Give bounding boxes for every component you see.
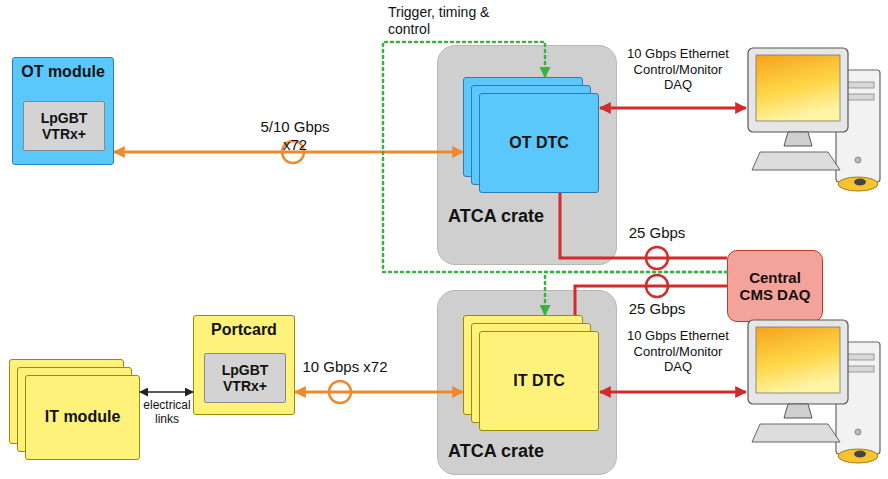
daq-box: Central CMS DAQ: [727, 250, 823, 322]
edge-label: 25 Gbps: [622, 300, 692, 318]
computer-icon: [748, 48, 880, 191]
board-stack: IT DTC: [463, 315, 599, 431]
fibre-ring: [646, 247, 668, 269]
stacked-card: IT module: [25, 375, 140, 460]
fibre-ring: [329, 381, 351, 403]
node-label: ATCA crate: [448, 206, 544, 227]
edge-label: electrical links: [142, 398, 192, 427]
ethernet-arrow: [600, 391, 746, 394]
edge-label: 5/10 Gbps x72: [250, 118, 340, 154]
connector: [140, 391, 193, 393]
stacked-card: IT DTC: [479, 331, 599, 431]
computer-icon: [748, 320, 880, 463]
module-stack: IT module: [9, 359, 140, 460]
node-label: ATCA crate: [448, 441, 544, 462]
module-box: OT moduleLpGBT VTRx+: [12, 57, 114, 165]
portcard-box: PortcardLpGBT VTRx+: [193, 315, 295, 415]
signal-label: Trigger, timing & control: [388, 4, 520, 38]
board-stack: OT DTC: [463, 77, 599, 193]
edge-label: 25 Gbps: [622, 224, 692, 242]
link-label: 10 Gbps Ethernet Control/Monitor DAQ: [622, 328, 734, 375]
ethernet-arrow: [600, 107, 746, 110]
crate-panel: ATCA crate OT DTC: [437, 45, 617, 265]
edge-label: 10 Gbps x72: [300, 358, 390, 376]
fibre-ring: [646, 275, 668, 297]
chip-box: LpGBT VTRx+: [204, 353, 286, 403]
node-label: OT DTC: [505, 134, 573, 152]
node-label: IT DTC: [509, 372, 569, 390]
node-label: IT module: [41, 408, 125, 426]
node-label: LpGBT VTRx+: [205, 362, 285, 394]
node-label: OT module: [13, 63, 113, 81]
connector: [295, 391, 463, 394]
node-label: Portcard: [194, 321, 294, 339]
crate-panel: ATCA crate IT DTC: [437, 290, 617, 475]
stacked-card: OT DTC: [479, 93, 599, 193]
chip-box: LpGBT VTRx+: [23, 101, 105, 151]
node-label: Central CMS DAQ: [728, 269, 822, 304]
node-label: LpGBT VTRx+: [24, 110, 104, 142]
link-label: 10 Gbps Ethernet Control/Monitor DAQ: [622, 46, 734, 93]
